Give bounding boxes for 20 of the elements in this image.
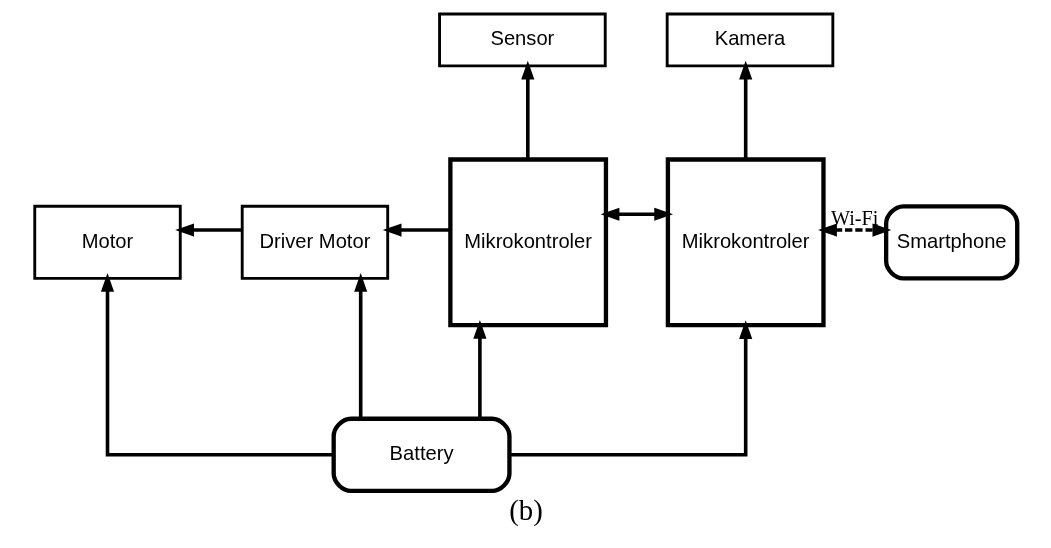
arrow [509, 320, 752, 457]
arrow [382, 223, 450, 237]
node-box: Mikrokontroler [447, 157, 608, 328]
node-box: Smartphone [883, 204, 1019, 281]
arrow [738, 60, 752, 160]
node-box: Sensor [437, 12, 607, 68]
arrow [100, 272, 334, 457]
node-box: Driver Motor [240, 204, 389, 280]
arrow [520, 60, 534, 160]
arrow [817, 223, 891, 237]
node-box: Mikrokontroler [665, 157, 826, 328]
node-box: Motor [32, 204, 182, 280]
arrow [600, 207, 673, 221]
arrow [353, 273, 367, 419]
arrow [174, 223, 242, 237]
edge-label: Wi-Fi [830, 206, 878, 229]
arrow [472, 319, 486, 419]
node-box: Kamera [665, 12, 834, 68]
node-box: Battery [331, 416, 512, 493]
caption: (b) [508, 493, 543, 526]
